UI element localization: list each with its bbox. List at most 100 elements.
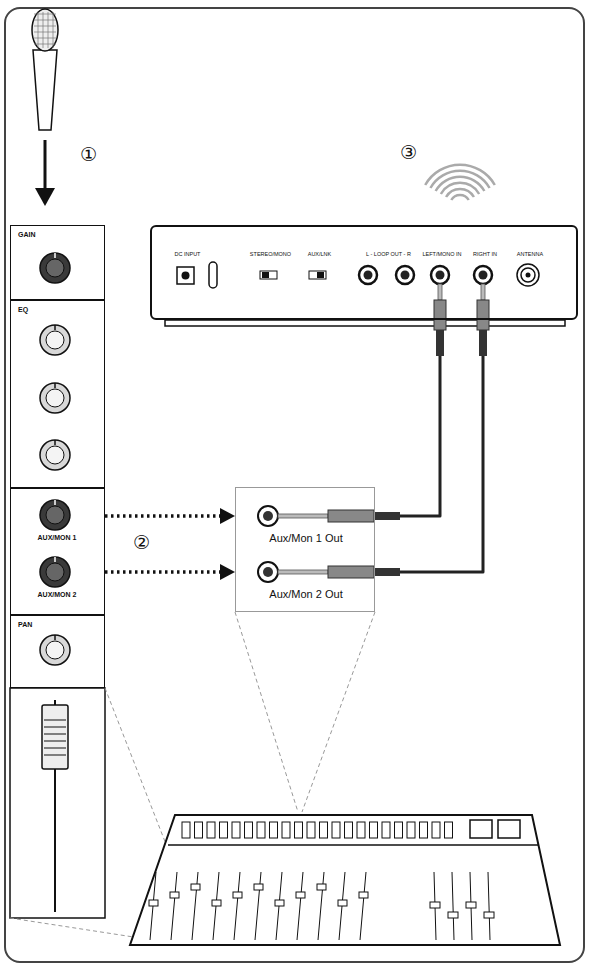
mixer-display bbox=[470, 820, 492, 838]
knob-pointer bbox=[54, 500, 56, 505]
mixer-fader-track bbox=[318, 872, 324, 940]
device-jack bbox=[396, 266, 414, 284]
knob-pointer bbox=[54, 635, 56, 640]
device-jack-hole bbox=[401, 271, 410, 280]
mixer-fader-cap bbox=[484, 912, 494, 918]
channel-top bbox=[407, 822, 415, 838]
knob-cap bbox=[46, 259, 64, 277]
signal-arrow bbox=[44, 140, 47, 190]
device-jack bbox=[431, 266, 449, 284]
slide-switch bbox=[309, 271, 326, 279]
wireless-waves bbox=[425, 165, 495, 200]
callout-number: ③ bbox=[400, 143, 417, 162]
dc-input bbox=[177, 267, 194, 284]
antenna-connector bbox=[517, 264, 539, 286]
wave-arc bbox=[436, 177, 485, 191]
channel-top bbox=[282, 822, 290, 838]
mixer-controls bbox=[149, 822, 494, 940]
control-label: PAN bbox=[18, 621, 32, 629]
dc-input-hole bbox=[182, 272, 190, 280]
slide-knob bbox=[317, 272, 324, 278]
grip-line bbox=[44, 727, 66, 728]
port-label: RIGHT IN bbox=[473, 251, 497, 257]
knob-pointer bbox=[54, 440, 56, 445]
slide-knob bbox=[262, 272, 269, 278]
device-jack bbox=[474, 266, 492, 284]
knob bbox=[40, 440, 70, 470]
grille-line bbox=[48, 12, 49, 48]
aux-section: AUX/MON 1AUX/MON 2 bbox=[10, 488, 105, 615]
callout-number: ② bbox=[133, 533, 150, 552]
mixer-fader-cap bbox=[359, 892, 368, 898]
zoom-line bbox=[10, 918, 140, 938]
mixer-fader-track bbox=[360, 872, 366, 940]
plug-tip bbox=[278, 570, 328, 574]
mixer-fader-track bbox=[452, 872, 454, 940]
jack-ring bbox=[258, 506, 278, 526]
mixer-fader-cap bbox=[296, 892, 305, 898]
mixer-fader-cap bbox=[466, 902, 476, 908]
knob-pointer bbox=[54, 557, 56, 562]
control-label: EQ bbox=[18, 306, 28, 314]
mixer-fader-cap bbox=[170, 892, 179, 898]
channel-top bbox=[332, 822, 340, 838]
port-label: AUX/LNK bbox=[308, 251, 332, 257]
knob bbox=[40, 325, 70, 355]
cable-line bbox=[375, 320, 440, 516]
port-label: LEFT/MONO IN bbox=[422, 251, 461, 257]
port-label: STEREO/MONO bbox=[250, 251, 291, 257]
plug-collar bbox=[328, 566, 374, 578]
mic-grille bbox=[34, 12, 56, 48]
callout-number: ① bbox=[80, 145, 97, 164]
mixer-fader-cap bbox=[448, 912, 458, 918]
audio-cable bbox=[375, 320, 483, 572]
mixer-fader-cap bbox=[212, 900, 221, 906]
wave-arc bbox=[430, 171, 489, 188]
mixer-fader-track bbox=[488, 872, 490, 940]
channel-top bbox=[182, 822, 190, 838]
grille-line bbox=[43, 12, 44, 48]
wireless-transmitter: DC INPUT STEREO/MONO AUX/LNK L - LOOP OUT -… bbox=[150, 225, 578, 320]
mixer-fader-cap bbox=[233, 892, 242, 898]
channel-top bbox=[382, 822, 390, 838]
device-jack-hole bbox=[479, 271, 488, 280]
mic-body bbox=[33, 50, 57, 130]
knob bbox=[40, 500, 70, 530]
plug-body bbox=[436, 330, 444, 356]
send-arrow bbox=[105, 508, 235, 524]
plug-tip bbox=[438, 284, 442, 300]
wave-arc bbox=[446, 189, 474, 197]
jack-plug bbox=[434, 284, 489, 356]
channel-top bbox=[257, 822, 265, 838]
channel-top bbox=[245, 822, 253, 838]
mixer-fader-cap bbox=[338, 900, 347, 906]
output-label: Aux/Mon 2 Out bbox=[269, 588, 342, 600]
port-label: L - LOOP OUT - R bbox=[366, 251, 411, 257]
mixer-fader-cap bbox=[430, 902, 440, 908]
mixer-fader-track bbox=[171, 872, 177, 940]
wave-arc bbox=[441, 183, 479, 194]
page-frame bbox=[5, 8, 584, 962]
plug-body bbox=[479, 330, 487, 356]
send-arrow bbox=[105, 564, 235, 580]
pan-section: PAN bbox=[10, 615, 105, 688]
device-jack-hole bbox=[436, 271, 445, 280]
antenna-connector bbox=[521, 268, 535, 282]
jack-hole bbox=[263, 511, 273, 521]
grip-line bbox=[44, 741, 66, 742]
device-jacks bbox=[359, 266, 492, 284]
power-switch bbox=[209, 262, 217, 288]
dotted-line bbox=[105, 570, 223, 574]
knob-cap bbox=[46, 331, 64, 349]
mixer-edge bbox=[168, 844, 538, 846]
wave-arc bbox=[451, 195, 468, 200]
fader-section bbox=[10, 688, 105, 918]
knob-cap bbox=[46, 506, 64, 524]
knob-cap bbox=[46, 389, 64, 407]
channel-top bbox=[345, 822, 353, 838]
control-label: GAIN bbox=[18, 231, 36, 239]
device-base bbox=[165, 320, 565, 326]
zoom-lines bbox=[10, 612, 375, 938]
port-label: DC INPUT bbox=[175, 251, 201, 257]
